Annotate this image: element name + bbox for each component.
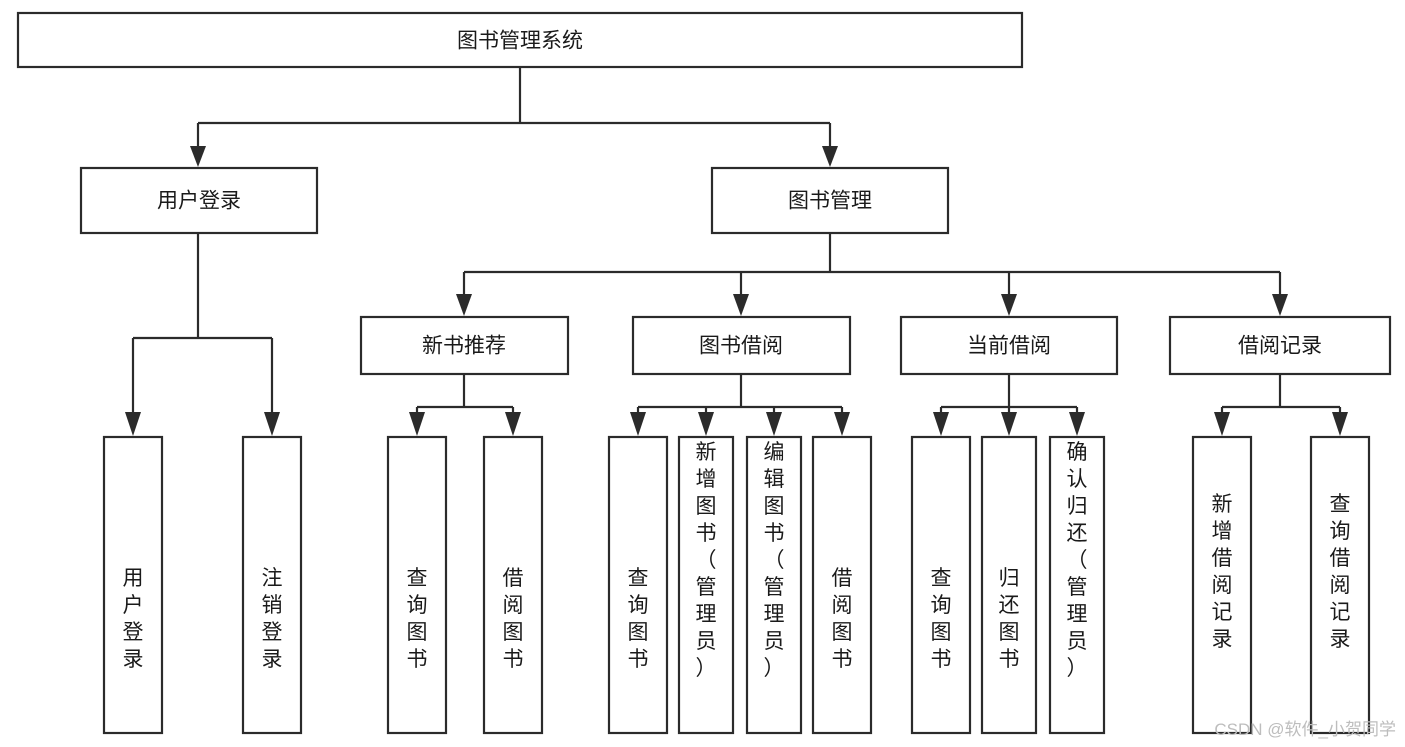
arrow-to-cb-confirm-return bbox=[1069, 412, 1085, 436]
arrow-to-br-add-record bbox=[1214, 412, 1230, 436]
arrow-to-bb-add-book bbox=[698, 412, 714, 436]
node-cb-confirm-return-box[interactable] bbox=[1048, 435, 1106, 735]
arrow-to-user-login bbox=[190, 146, 206, 167]
arrow-to-user-login-do bbox=[125, 412, 141, 436]
node-br-query-record-box[interactable] bbox=[1309, 435, 1371, 735]
node-bb-borrow-book-box[interactable] bbox=[811, 435, 873, 735]
node-bb-borrow-book[interactable]: 借阅图书 bbox=[811, 435, 873, 735]
node-new-book-recommend-box[interactable] bbox=[359, 315, 570, 376]
arrow-to-cb-return-book bbox=[1001, 412, 1017, 436]
node-cb-confirm-return-label: 确认归还（管理员） bbox=[1067, 441, 1088, 680]
node-user-login-do-box[interactable] bbox=[102, 435, 164, 735]
node-root-box[interactable] bbox=[16, 11, 1024, 69]
node-cb-return-book-label: 归还图书 bbox=[999, 567, 1020, 671]
node-current-borrow-label: 当前借阅 bbox=[967, 335, 1051, 358]
arrow-to-borrow-records bbox=[1272, 294, 1288, 316]
node-br-query-record[interactable]: 查询借阅记录 bbox=[1309, 435, 1371, 735]
node-user-logout[interactable]: 注销登录 bbox=[241, 435, 303, 735]
node-bb-query-book-box[interactable] bbox=[607, 435, 669, 735]
node-book-borrow-label: 图书借阅 bbox=[699, 335, 783, 358]
node-bb-add-book-label: 新增图书（管理员） bbox=[696, 441, 717, 680]
arrow-to-bb-borrow-book bbox=[834, 412, 850, 436]
node-new-book-recommend[interactable]: 新书推荐 bbox=[359, 315, 570, 376]
node-user-login-do-label: 用户登录 bbox=[123, 567, 144, 671]
arrow-to-book-borrow bbox=[733, 294, 749, 316]
node-cb-query-book[interactable]: 查询图书 bbox=[910, 435, 972, 735]
node-current-borrow-box[interactable] bbox=[899, 315, 1119, 376]
node-bb-edit-book-box[interactable] bbox=[745, 435, 803, 735]
node-bb-add-book-box[interactable] bbox=[677, 435, 735, 735]
node-bb-query-book-label: 查询图书 bbox=[628, 567, 649, 671]
node-br-add-record-label: 新增借阅记录 bbox=[1212, 493, 1233, 651]
node-bb-borrow-book-label: 借阅图书 bbox=[832, 567, 853, 671]
arrow-to-bb-edit-book bbox=[766, 412, 782, 436]
node-cb-return-book[interactable]: 归还图书 bbox=[980, 435, 1038, 735]
node-book-borrow-box[interactable] bbox=[631, 315, 852, 376]
node-bb-query-book[interactable]: 查询图书 bbox=[607, 435, 669, 735]
connector-layer bbox=[125, 67, 1348, 436]
arrow-to-book-management bbox=[822, 146, 838, 167]
node-user-login[interactable]: 用户登录 bbox=[79, 166, 319, 235]
node-bb-edit-book-label: 编辑图书（管理员） bbox=[764, 441, 785, 680]
arrow-to-cb-query-book bbox=[933, 412, 949, 436]
node-nbr-query-book[interactable]: 查询图书 bbox=[386, 435, 448, 735]
arrow-to-bb-query-book bbox=[630, 412, 646, 436]
node-nbr-query-book-box[interactable] bbox=[386, 435, 448, 735]
node-borrow-records-box[interactable] bbox=[1168, 315, 1392, 376]
node-cb-confirm-return[interactable]: 确认归还（管理员） bbox=[1048, 435, 1106, 735]
node-borrow-records[interactable]: 借阅记录 bbox=[1168, 315, 1392, 376]
node-user-login-do[interactable]: 用户登录 bbox=[102, 435, 164, 735]
node-nbr-borrow-book[interactable]: 借阅图书 bbox=[482, 435, 544, 735]
node-new-book-recommend-label: 新书推荐 bbox=[422, 335, 506, 358]
node-book-management-box[interactable] bbox=[710, 166, 950, 235]
node-root[interactable]: 图书管理系统 bbox=[16, 11, 1024, 69]
node-cb-return-book-box[interactable] bbox=[980, 435, 1038, 735]
node-br-add-record-box[interactable] bbox=[1191, 435, 1253, 735]
node-nbr-borrow-book-box[interactable] bbox=[482, 435, 544, 735]
node-cb-query-book-label: 查询图书 bbox=[931, 567, 952, 671]
node-user-login-label: 用户登录 bbox=[157, 190, 241, 213]
arrow-to-current-borrow bbox=[1001, 294, 1017, 316]
node-br-add-record[interactable]: 新增借阅记录 bbox=[1191, 435, 1253, 735]
node-user-login-box[interactable] bbox=[79, 166, 319, 235]
arrow-to-user-logout bbox=[264, 412, 280, 436]
arrow-to-br-query-record bbox=[1332, 412, 1348, 436]
node-root-label: 图书管理系统 bbox=[457, 30, 583, 53]
node-nbr-borrow-book-label: 借阅图书 bbox=[503, 567, 524, 671]
node-book-borrow[interactable]: 图书借阅 bbox=[631, 315, 852, 376]
node-cb-query-book-box[interactable] bbox=[910, 435, 972, 735]
node-book-management[interactable]: 图书管理 bbox=[710, 166, 950, 235]
node-current-borrow[interactable]: 当前借阅 bbox=[899, 315, 1119, 376]
arrow-to-nbr-borrow-book bbox=[505, 412, 521, 436]
arrow-to-nbr-query-book bbox=[409, 412, 425, 436]
node-borrow-records-label: 借阅记录 bbox=[1238, 335, 1322, 358]
arrow-to-new-book-recommend bbox=[456, 294, 472, 316]
node-user-logout-box[interactable] bbox=[241, 435, 303, 735]
node-bb-add-book[interactable]: 新增图书（管理员） bbox=[677, 435, 735, 735]
node-book-management-label: 图书管理 bbox=[788, 190, 872, 213]
node-bb-edit-book[interactable]: 编辑图书（管理员） bbox=[745, 435, 803, 735]
node-user-logout-label: 注销登录 bbox=[262, 567, 283, 671]
node-br-query-record-label: 查询借阅记录 bbox=[1330, 493, 1351, 651]
node-nbr-query-book-label: 查询图书 bbox=[407, 567, 428, 671]
watermark-label: CSDN @软件_小贺同学 bbox=[1214, 720, 1396, 739]
